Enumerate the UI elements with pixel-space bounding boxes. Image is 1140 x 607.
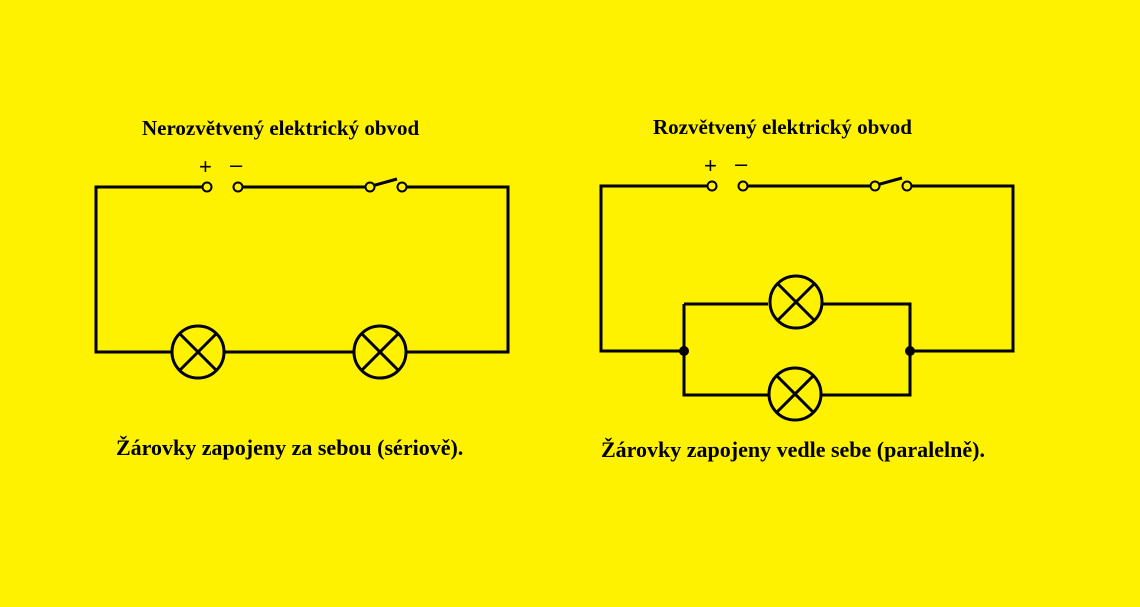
bulb-icon [352,324,408,380]
series-wire [94,177,510,354]
switch-contact-right-icon [901,180,913,192]
left-minus-sign: – [230,152,243,177]
series-circuit [94,177,510,380]
bulb-icon [170,324,226,380]
right-plus-sign: + [704,153,717,178]
battery-minus-terminal-icon [232,181,244,193]
parallel-circuit [599,176,1015,422]
battery-plus-terminal-icon [201,181,213,193]
left-circuit-title: Nerozvětvený elektrický obvod [142,116,420,140]
left-plus-sign: + [199,154,212,179]
right-circuit-caption: Žárovky zapojeny vedle sebe (paralelně). [601,437,985,462]
battery-minus-terminal-icon [737,180,749,192]
battery-plus-terminal-icon [706,180,718,192]
switch-contact-right-icon [396,181,408,193]
bulb-icon [767,366,823,422]
left-circuit-caption: Žárovky zapojeny za sebou (sériově). [116,435,464,460]
right-circuit-title: Rozvětvený elektrický obvod [653,115,912,139]
bulb-icon [768,274,824,330]
switch-contact-left-icon [869,180,881,192]
junction-dot-icon [679,346,689,356]
junction-dot-icon [905,346,915,356]
right-minus-sign: – [735,151,748,176]
switch-contact-left-icon [364,181,376,193]
